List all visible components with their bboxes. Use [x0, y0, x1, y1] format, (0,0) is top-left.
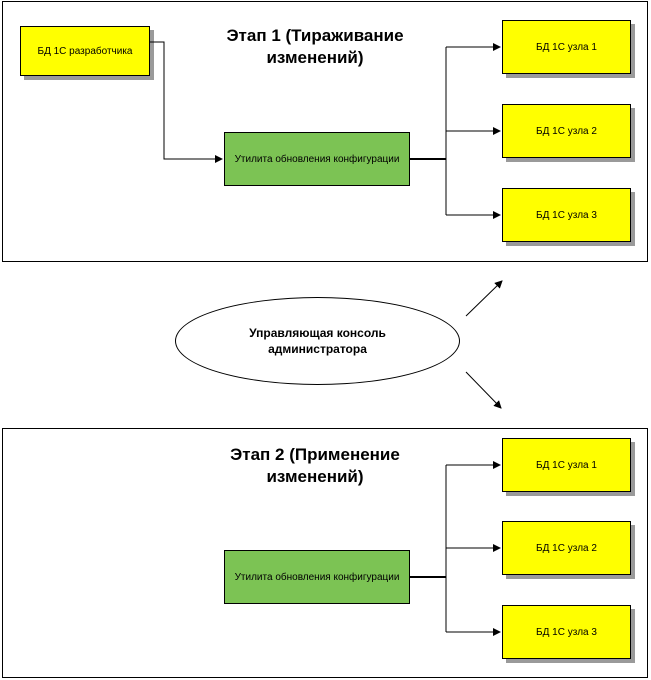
stage-1-title-line-1: Этап 1 (Тираживание	[226, 26, 404, 45]
stage-2-node-1-box: БД 1С узла 1	[502, 438, 631, 492]
stage-1-title: Этап 1 (Тираживание изменений)	[205, 25, 425, 69]
console-arrow-up	[465, 280, 503, 317]
stage-1-title-line-2: изменений)	[266, 48, 364, 67]
stage-2-title-line-2: изменений)	[266, 467, 364, 486]
admin-console-ellipse: Управляющая консоль администратора	[175, 297, 460, 385]
stage-1-node-1-box: БД 1С узла 1	[502, 20, 631, 74]
stage-2-node-2-box: БД 1С узла 2	[502, 521, 631, 575]
stage-2-utility-box: Утилита обновления конфигурации	[224, 550, 410, 604]
stage-1-node-2-box: БД 1С узла 2	[502, 104, 631, 158]
stage-1-node-3-box: БД 1С узла 3	[502, 188, 631, 242]
admin-console-line-1: Управляющая консоль	[249, 326, 386, 340]
stage-1-utility-box: Утилита обновления конфигурации	[224, 132, 410, 186]
developer-db-box: БД 1С разработчика	[20, 26, 150, 76]
admin-console-line-2: администратора	[268, 342, 367, 356]
stage-2-node-3-box: БД 1С узла 3	[502, 605, 631, 659]
stage-2-title: Этап 2 (Применение изменений)	[205, 444, 425, 488]
console-arrow-down	[465, 371, 502, 409]
dev-to-utility-connector	[150, 41, 223, 163]
stage-2-title-line-1: Этап 2 (Применение	[230, 445, 400, 464]
